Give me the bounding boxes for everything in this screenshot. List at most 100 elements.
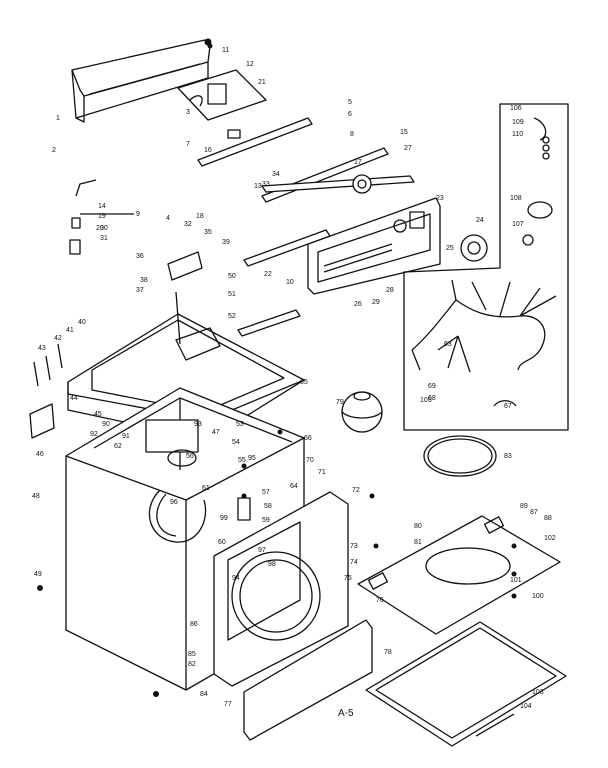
callout-108: 108 [510,195,522,202]
callout-50: 50 [228,273,236,280]
callout-33: 33 [262,181,270,188]
callout-75: 75 [344,575,352,582]
base-plate [357,515,561,635]
callout-39: 39 [222,239,230,246]
callout-105: 105 [420,397,432,404]
screw-part-11 [207,43,213,49]
fastener-group [37,429,517,697]
callout-3: 3 [186,109,190,116]
callout-76: 76 [376,597,384,604]
callout-81: 81 [414,539,422,546]
control-console-panel [307,197,441,295]
callout-80: 80 [414,523,422,530]
callout-20: 20 [96,225,104,232]
callout-41: 41 [66,327,74,334]
callout-53: 53 [236,421,244,428]
callout-36: 36 [136,253,144,260]
callout-13: 13 [254,183,262,190]
console-bracket [243,229,331,267]
support-rail-lower [261,147,415,203]
callout-21: 21 [258,79,266,86]
callout-97: 97 [258,547,266,554]
callout-62: 62 [114,443,122,450]
callout-37: 37 [136,287,144,294]
callout-55: 55 [238,457,246,464]
drum-belt [423,435,497,477]
callout-49: 49 [34,571,42,578]
door-latch [237,493,251,521]
callout-24: 24 [476,217,484,224]
callout-68: 68 [428,395,436,402]
knob-23 [460,234,488,262]
callout-48: 48 [32,493,40,500]
console-back-panel [71,38,212,123]
callout-72: 72 [352,487,360,494]
callout-26: 26 [354,301,362,308]
front-panel [213,491,349,687]
callout-35: 35 [204,229,212,236]
callout-104: 104 [520,703,532,710]
callout-79: 79 [336,399,344,406]
callout-83: 83 [504,453,512,460]
callout-57: 57 [262,489,270,496]
callout-59: 59 [262,517,270,524]
callout-17: 17 [354,159,362,166]
callout-64: 64 [290,483,298,490]
callout-58: 58 [264,503,272,510]
callout-51: 51 [228,291,236,298]
callout-14: 14 [98,203,106,210]
callout-25: 25 [446,245,454,252]
toe-kick-panel [243,619,373,741]
left-bracket-set [29,343,63,439]
callout-102: 102 [544,535,556,542]
lid-hinge [167,251,203,345]
callout-8: 8 [350,131,354,138]
callout-84: 84 [200,691,208,698]
callout-1: 1 [56,115,60,122]
callout-106: 106 [510,105,522,112]
lint-screen [365,621,567,747]
callout-43: 43 [38,345,46,352]
callout-101: 101 [510,577,522,584]
callout-98: 98 [268,561,276,568]
callout-78: 78 [384,649,392,656]
callout-38: 38 [140,277,148,284]
callout-4: 4 [166,215,170,222]
callout-18: 18 [196,213,204,220]
callout-9: 9 [136,211,140,218]
heater-coil [148,489,207,543]
callout-6: 6 [348,111,352,118]
callout-45: 45 [94,411,102,418]
callout-85: 85 [188,651,196,658]
callout-109: 109 [512,119,524,126]
callout-23: 23 [436,195,444,202]
callout-11: 11 [222,47,229,54]
lid-strike [237,309,301,337]
callout-61: 61 [202,485,210,492]
rod-assembly [69,179,134,255]
motor-housing [145,419,199,467]
callout-60: 60 [218,539,226,546]
callout-77: 77 [224,701,232,708]
callout-86: 86 [190,621,198,628]
callout-32: 32 [184,221,192,228]
callout-22: 22 [264,271,272,278]
callout-90: 90 [102,421,110,428]
wiring-harness-box [403,103,569,431]
callout-29: 29 [372,299,380,306]
callout-70: 70 [306,457,314,464]
callout-103: 103 [532,689,544,696]
callout-19: 19 [98,213,106,220]
callout-99: 99 [220,515,228,522]
callout-56: 56 [186,453,194,460]
callout-67: 67 [504,403,512,410]
callout-labels: 1234567891011121314151617181920212223242… [32,47,556,710]
callout-46: 46 [36,451,44,458]
callout-87: 87 [530,509,538,516]
callout-96: 96 [170,499,178,506]
callout-40: 40 [78,319,86,326]
callout-95: 95 [248,455,256,462]
callout-65: 65 [300,379,308,386]
callout-30: 30 [100,225,108,232]
